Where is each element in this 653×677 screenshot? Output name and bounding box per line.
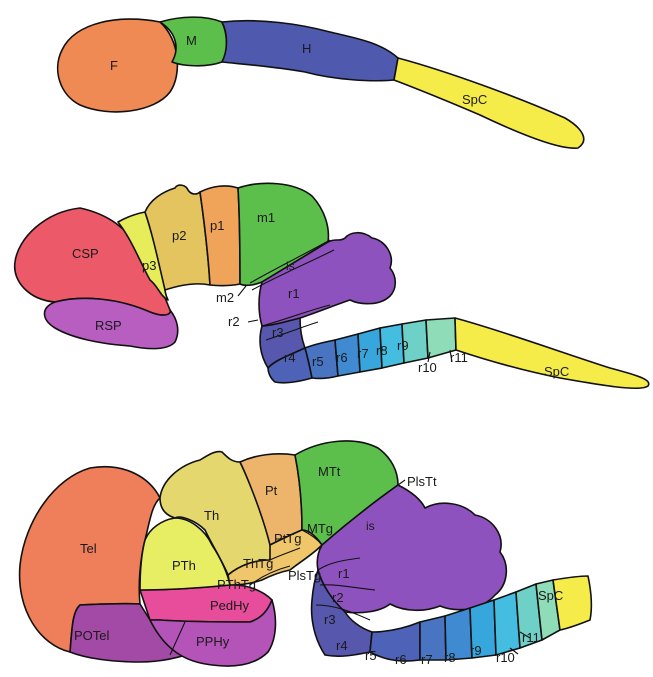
label-r3-3: r3 <box>324 612 336 627</box>
label-r4: r4 <box>284 350 296 365</box>
label-r11: r11 <box>450 350 468 365</box>
label-r5: r5 <box>312 354 324 369</box>
label-spc-3: SpC <box>538 588 563 603</box>
label-r9-3: r9 <box>470 643 482 658</box>
label-f: F <box>110 58 118 73</box>
label-r4-3: r4 <box>336 638 348 653</box>
label-plstg: PlsTg <box>288 568 321 583</box>
label-potel: POTel <box>74 628 110 643</box>
plstt-tick <box>398 480 405 485</box>
label-r1: r1 <box>288 286 300 301</box>
label-rsp: RSP <box>95 318 122 333</box>
label-is: is <box>286 259 295 273</box>
region-spc-3 <box>553 576 591 630</box>
label-spc: SpC <box>462 92 487 107</box>
label-r3: r3 <box>272 325 284 340</box>
label-r2-3: r2 <box>332 590 344 605</box>
label-mtg: MTg <box>307 521 333 536</box>
label-spc-2: SpC <box>544 364 569 379</box>
label-pedhy: PedHy <box>210 598 250 613</box>
label-r5-3: r5 <box>365 648 377 663</box>
label-r9: r9 <box>397 338 409 353</box>
label-h: H <box>302 41 311 56</box>
label-tel: Tel <box>80 541 97 556</box>
label-r10-3: r10 <box>496 650 515 665</box>
region-spc <box>394 58 584 148</box>
label-r1-3: r1 <box>338 566 350 581</box>
label-r2: r2 <box>228 314 240 329</box>
label-r7-3: r7 <box>421 652 433 667</box>
panel-2: CSP RSP p3 p2 p1 m1 m2 is r1 r2 r3 r4 r5… <box>15 183 649 388</box>
label-mtt: MTt <box>318 464 341 479</box>
label-pttg: PtTg <box>274 531 301 546</box>
label-m1: m1 <box>257 210 275 225</box>
m2-tick <box>238 286 246 296</box>
label-p2: p2 <box>172 228 186 243</box>
label-r6: r6 <box>336 350 348 365</box>
label-thtg: ThTg <box>243 556 273 571</box>
label-r8: r8 <box>376 343 388 358</box>
panel-3: Tel POTel PedHy PPHy PTh PThTg Th ThTg P… <box>20 441 592 667</box>
panel-1: F M H SpC <box>58 17 584 148</box>
label-r6-3: r6 <box>395 652 407 667</box>
label-p3: p3 <box>142 258 156 273</box>
label-th: Th <box>204 508 219 523</box>
label-pth: PTh <box>172 558 196 573</box>
label-csp: CSP <box>72 246 99 261</box>
label-plstt: PlsTt <box>407 474 437 489</box>
label-pt: Pt <box>265 483 278 498</box>
label-pthtg: PThTg <box>217 577 256 592</box>
label-r7: r7 <box>357 346 369 361</box>
label-r10: r10 <box>418 360 437 375</box>
label-pphy: PPHy <box>196 634 230 649</box>
r2-tick <box>248 320 258 322</box>
label-p1: p1 <box>210 218 224 233</box>
label-is-3: is <box>366 519 375 533</box>
label-m2: m2 <box>216 290 234 305</box>
label-r11-3: r11 <box>522 630 540 645</box>
label-m: M <box>186 33 197 48</box>
label-r8-3: r8 <box>444 650 456 665</box>
